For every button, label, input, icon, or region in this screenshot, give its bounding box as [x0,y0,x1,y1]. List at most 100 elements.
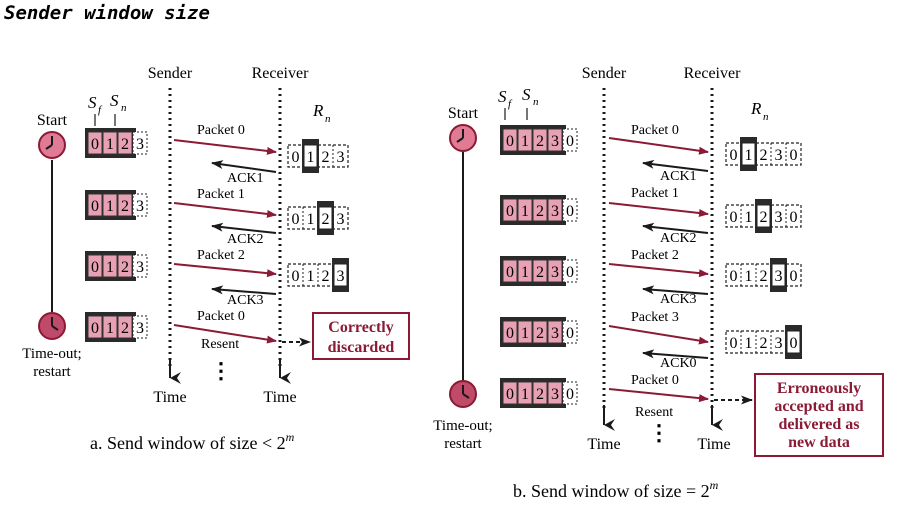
seq-cell [132,315,148,339]
b-ack-arrow [642,159,709,172]
seq-cell [517,128,533,152]
seq-cell [132,254,148,278]
seq-cell [547,259,563,283]
seq-cell [502,381,518,405]
seq-cell [517,320,533,344]
rn-cell [303,144,318,168]
seq-number: 0 [292,149,300,166]
seq-number: 2 [536,386,544,403]
a-caption: a. Send window of size < 2m [90,430,295,453]
receiver-buffer [725,263,802,287]
seq-cell [132,193,148,217]
rn-cell [771,263,786,287]
b-ack-arrow [642,285,709,295]
b-packet-label: Packet 0 [631,123,679,138]
seq-cell [87,254,103,278]
a-ack-label: ACK3 [227,293,264,308]
seq-number: 3 [775,268,783,285]
seq-cell [102,315,118,339]
b-sender-label: Sender [582,65,627,82]
b-result-box [754,373,884,457]
seq-number: 1 [307,268,315,285]
a-packet-arrow [173,263,277,278]
a-receiver-time-label: Time [263,389,296,406]
a-receiver-label: Receiver [252,65,310,82]
seq-number: 2 [121,320,129,337]
seq-number: 2 [760,147,768,164]
seq-number: 3 [775,147,783,164]
seq-cell [562,198,578,222]
seq-cell [132,131,148,155]
seq-number: 1 [745,209,753,226]
seq-number: 0 [790,335,798,352]
a-packet-label: Packet 1 [197,187,245,202]
seq-number: 1 [521,203,529,220]
b-packet-arrow [608,263,709,278]
seq-number: 1 [307,149,315,166]
seq-number: 1 [106,198,114,215]
seq-number: 3 [551,264,559,281]
seq-number: 3 [551,386,559,403]
seq-number: 0 [91,198,99,215]
seq-number: 3 [337,149,345,166]
panel-b: Sender Receiver Start Time-out; restart … [433,65,884,501]
seq-cell [547,198,563,222]
seq-cell [562,320,578,344]
a-result-line: discarded [328,339,395,356]
a-packet-label: Packet 0 [197,309,245,324]
b-start-label: Start [448,105,479,122]
a-continuation-dots: ⋮ [210,358,232,383]
seq-number: 3 [775,335,783,352]
seq-number: 2 [536,325,544,342]
seq-number: 0 [566,264,574,281]
seq-number: 0 [506,325,514,342]
seq-cell [562,128,578,152]
svg-text:S: S [88,93,97,112]
b-ack-label: ACK1 [660,169,697,184]
b-packet-label: Packet 0 [631,373,679,388]
seq-number: 3 [136,136,144,153]
seq-cell [562,259,578,283]
seq-cell [547,128,563,152]
b-timeout-label: Time-out; [433,418,492,434]
b-ack-label: ACK0 [660,356,697,371]
a-ack-arrow [211,285,277,295]
seq-number: 1 [521,264,529,281]
a-rn-label: R n [312,101,331,125]
b-sf-label: S f [498,87,513,110]
seq-cell [102,193,118,217]
seq-number: 3 [337,268,345,285]
a-ack-label: ACK2 [227,232,264,247]
svg-text:S: S [110,91,119,110]
seq-cell [87,315,103,339]
seq-number: 3 [136,320,144,337]
a-packet-arrow [173,139,277,155]
b-result-line: accepted and [774,398,863,415]
seq-number: 0 [292,211,300,228]
svg-text:n: n [533,96,539,108]
seq-number: 1 [106,320,114,337]
seq-number: 0 [506,133,514,150]
seq-number: 2 [536,133,544,150]
seq-number: 1 [307,211,315,228]
seq-cell [532,128,548,152]
svg-text:R: R [750,99,762,118]
seq-cell [117,254,133,278]
panel-a: Sender Receiver Start Time-out; restart … [22,65,410,453]
seq-cell [102,254,118,278]
seq-number: 0 [91,259,99,276]
seq-number: 3 [136,198,144,215]
seq-number: 2 [760,268,768,285]
b-packet-arrow [608,325,709,345]
seq-cell [547,381,563,405]
seq-number: 2 [322,149,330,166]
a-start-label: Start [37,112,68,129]
a-packet-label: Packet 0 [197,123,245,138]
a-timeout-clock-icon [38,312,66,340]
